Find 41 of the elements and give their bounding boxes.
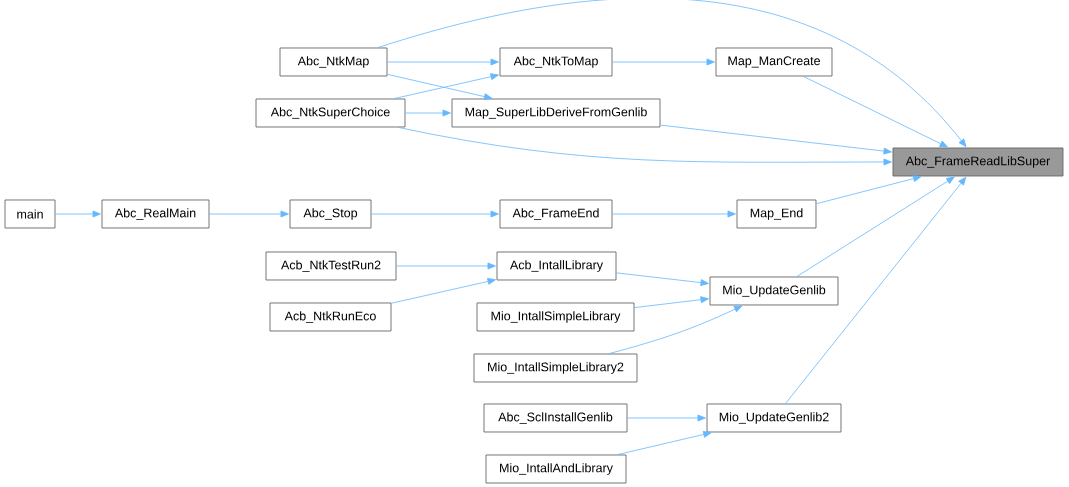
function-box: Abc_SclInstallGenlib	[483, 403, 628, 433]
arrow	[612, 210, 736, 218]
arrow	[796, 176, 955, 277]
function-box: Mio_IntallSimpleLibrary	[476, 302, 635, 332]
function-box: Map_End	[736, 199, 817, 229]
function-box: Abc_FrameReadLibSuper	[892, 147, 1064, 177]
arrow	[387, 58, 499, 66]
function-box: Map_SuperLibDeriveFromGenlib	[451, 98, 661, 128]
arrow	[617, 431, 712, 455]
arrow	[609, 305, 743, 354]
function-box: Mio_IntallAndLibrary	[485, 454, 627, 484]
function-box: Mio_UpdateGenlib	[709, 276, 839, 306]
arrow	[55, 210, 101, 218]
arrow	[391, 278, 496, 304]
arrow	[627, 414, 706, 422]
arrow	[634, 296, 709, 308]
function-box: Abc_NtkMap	[279, 47, 388, 77]
arrow	[405, 109, 451, 117]
function-box: Abc_Stop	[289, 199, 372, 229]
arrow	[396, 262, 496, 270]
function-box: Map_ManCreate	[715, 47, 833, 77]
function-box: Abc_RealMain	[101, 199, 210, 229]
function-box: Acb_NtkTestRun2	[265, 251, 397, 281]
arrow	[209, 210, 289, 218]
function-box: Abc_FrameEnd	[499, 199, 613, 229]
arrow	[660, 124, 892, 155]
arrow	[803, 76, 948, 148]
function-box: main	[4, 199, 56, 229]
function-box: Acb_NtkRunEco	[269, 302, 392, 332]
arrow	[785, 176, 967, 404]
arrow	[616, 272, 709, 286]
arrow	[371, 210, 499, 218]
function-box: Mio_UpdateGenlib2	[706, 403, 842, 433]
function-box: Abc_NtkSuperChoice	[255, 98, 406, 128]
arrow	[816, 175, 922, 205]
function-box: Abc_NtkToMap	[499, 47, 613, 77]
arrow	[612, 58, 715, 66]
arrow	[398, 127, 892, 166]
arrow	[377, 0, 967, 148]
function-box: Acb_IntallLibrary	[496, 251, 617, 281]
function-box: Mio_IntallSimpleLibrary2	[473, 353, 638, 383]
